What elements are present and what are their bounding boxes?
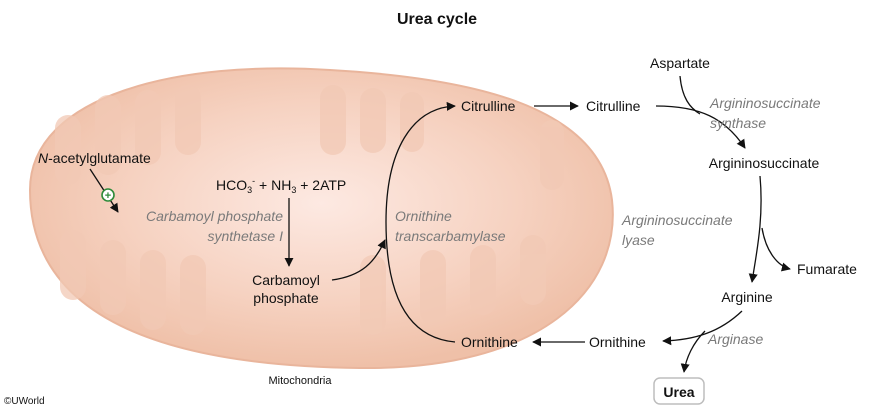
fumarate-label: Fumarate: [797, 261, 857, 277]
arginase-arrow: [662, 310, 743, 346]
ass-label-line2: synthase: [710, 115, 766, 131]
diagram-title: Urea cycle: [397, 11, 477, 28]
cps1-label-line1: Carbamoyl phosphate: [146, 208, 283, 224]
mitochondria-label: Mitochondria: [269, 375, 333, 387]
carbamoyl-phosphate-line2: phosphate: [253, 290, 319, 306]
urea-box: Urea: [653, 377, 705, 405]
citrulline-mito-label: Citrulline: [461, 98, 516, 114]
aspartate-label: Aspartate: [650, 55, 710, 71]
ornithine-mito-label: Ornithine: [461, 334, 518, 350]
activator-plus-icon: +: [101, 188, 115, 202]
ass-label-line1: Argininosuccinate: [709, 95, 821, 111]
aspartate-join-line: [679, 75, 701, 115]
cristae: [55, 85, 564, 335]
carbamoyl-phosphate-line1: Carbamoyl: [252, 272, 320, 288]
urea-label: Urea: [663, 384, 694, 400]
otc-label-line1: Ornithine: [395, 208, 452, 224]
ornithine-cytosol-label: Ornithine: [589, 334, 646, 350]
fumarate-branch-arrow: [761, 227, 791, 272]
asl-label-line2: lyase: [622, 232, 655, 248]
urea-branch-arrow: [680, 330, 706, 373]
n-acetylglutamate-label: N-acetylglutamate: [38, 150, 151, 166]
mitochondrion: [28, 67, 614, 370]
otc-label-line2: transcarbamylase: [395, 228, 506, 244]
otc-loop-arrow: [385, 101, 456, 343]
citrulline-cytosol-label: Citrulline: [586, 98, 641, 114]
copyright: ©UWorld: [4, 396, 45, 407]
arginase-label: Arginase: [707, 331, 763, 347]
ass-arrow: [655, 105, 746, 149]
substrates-label: HCO3- + NH3 + 2ATP: [216, 176, 346, 195]
asl-arrow: [748, 175, 762, 283]
asl-label-line1: Argininosuccinate: [621, 212, 733, 228]
cps1-label-line2: synthetase I: [208, 228, 284, 244]
arginine-label: Arginine: [721, 289, 773, 305]
argininosuccinate-label: Argininosuccinate: [709, 155, 820, 171]
carbamoyl-to-otc-arrow: [331, 239, 386, 281]
svg-text:+: +: [105, 190, 111, 202]
